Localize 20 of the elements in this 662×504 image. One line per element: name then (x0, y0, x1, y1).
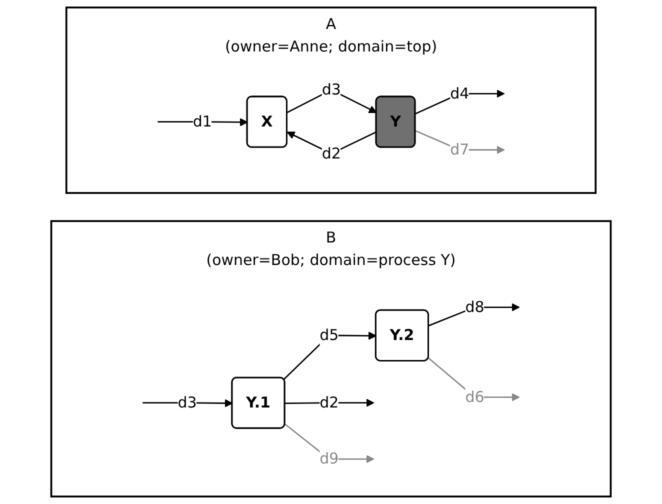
arrow (142, 399, 233, 408)
arrow (428, 303, 520, 326)
arrow (158, 118, 248, 126)
arrow (284, 424, 374, 464)
edge-label: d8 (465, 298, 484, 316)
arrow (428, 357, 520, 402)
arrow (283, 332, 376, 380)
edge-label: d9 (320, 450, 339, 468)
arrow (285, 398, 374, 407)
edge-label: d5 (320, 326, 339, 344)
edge-label: d1 (192, 112, 212, 130)
edge-label: d4 (450, 84, 470, 102)
arrow (415, 130, 505, 154)
edge-label: d3 (178, 393, 197, 412)
arrow (415, 90, 505, 114)
edge-label: d2 (322, 144, 341, 162)
edge-label: d6 (465, 388, 484, 406)
edge-label: d3 (322, 80, 341, 98)
edge-label: d7 (450, 140, 470, 158)
edge-label: d2 (320, 393, 339, 412)
